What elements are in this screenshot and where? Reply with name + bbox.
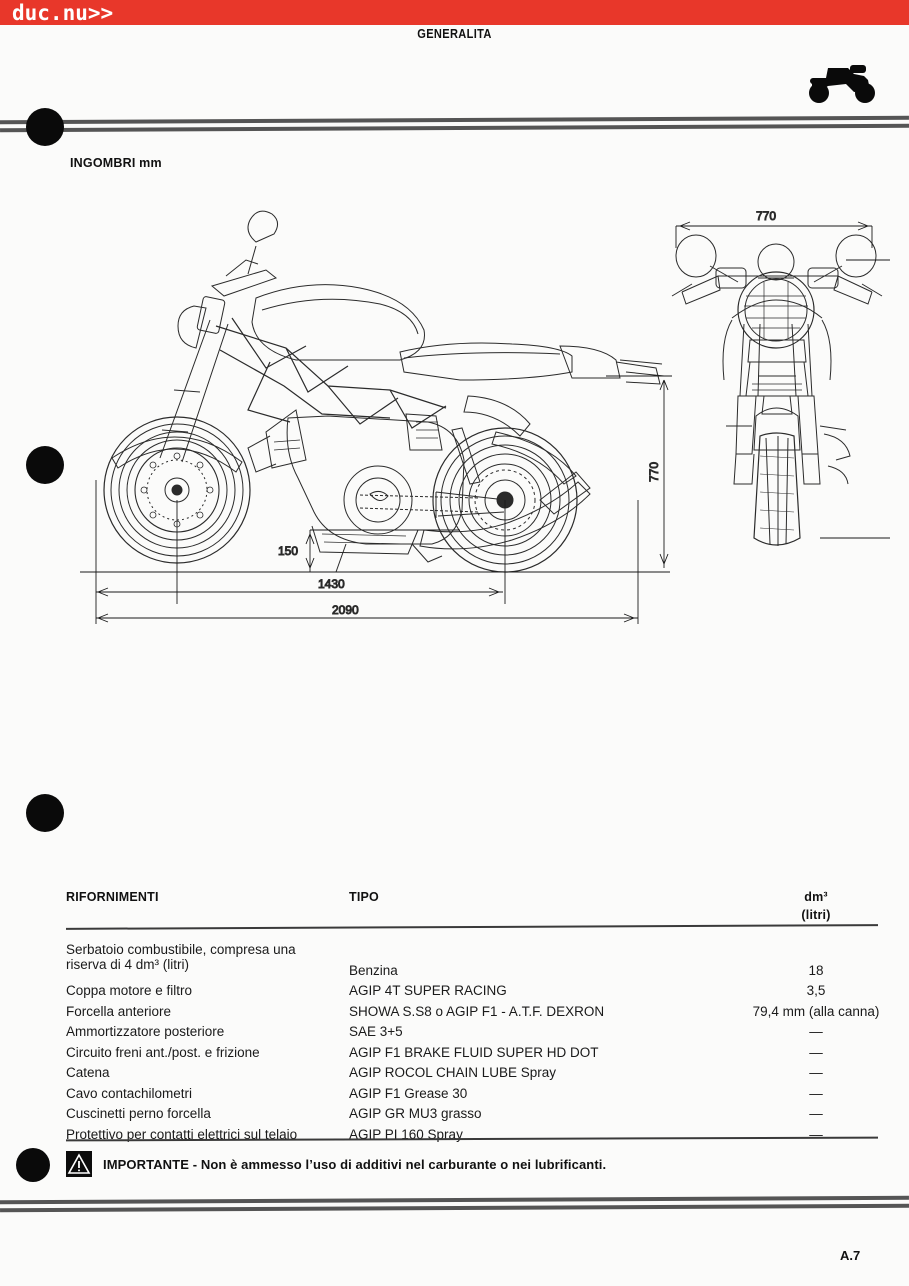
column-header-quantity: dm³ (litri) [766, 890, 866, 922]
cell-type: SHOWA S.S8 o AGIP F1 - A.T.F. DEXRON [349, 1003, 605, 1019]
cell-name: Serbatoio combustibile, compresa una ris… [66, 942, 296, 972]
table-row: Coppa motore e filtro AGIP 4T SUPER RACI… [66, 983, 878, 1004]
brand-banner [0, 0, 909, 25]
cell-name: Circuito freni ant./post. e frizione [66, 1044, 260, 1060]
column-header-name: RIFORNIMENTI [66, 890, 159, 904]
cell-name: Cuscinetti perno forcella [66, 1106, 211, 1121]
cell-type: SAE 3+5 [349, 1024, 403, 1039]
binder-hole [26, 108, 64, 146]
binder-hole [26, 794, 64, 832]
cell-type: AGIP ROCOL CHAIN LUBE Spray [349, 1065, 557, 1080]
cell-quantity: — [809, 1106, 823, 1121]
dim-overall-length: 2090 [332, 603, 359, 617]
table-row: Forcella anteriore SHOWA S.S8 o AGIP F1 … [66, 1003, 879, 1025]
header-rule [66, 924, 878, 930]
cell-quantity: — [809, 1065, 823, 1080]
cell-type: AGIP F1 BRAKE FLUID SUPER HD DOT [349, 1044, 599, 1060]
warning-triangle-icon [66, 1151, 92, 1177]
dim-overall-width: 770 [756, 209, 776, 223]
dimension-drawing: 150 1430 2090 770 [60, 200, 890, 650]
cell-quantity: 3,5 [806, 983, 826, 998]
cell-quantity: — [809, 1024, 823, 1039]
important-note: IMPORTANTE - Non è ammesso l’uso di addi… [66, 1151, 606, 1177]
column-header-quantity-litres: (litri) [801, 908, 831, 922]
binder-hole [16, 1148, 50, 1182]
cell-quantity: 18 [808, 962, 824, 978]
cell-quantity: — [809, 1044, 823, 1060]
table-row: Cavo contachilometri AGIP F1 Grease 30 — [66, 1086, 878, 1107]
column-header-type: TIPO [349, 890, 379, 904]
cell-name: Protettivo per contatti elettrici sul te… [66, 1126, 298, 1142]
footer-divider [0, 1195, 909, 1213]
cell-quantity: 79,4 mm (alla canna) [752, 1003, 880, 1019]
binder-hole [26, 446, 64, 484]
cell-name: Cavo contachilometri [66, 1085, 193, 1101]
dim-ground-clearance: 150 [278, 544, 298, 558]
motorcycle-side-view: 150 1430 2090 770 [80, 210, 672, 624]
cell-type: AGIP 4T SUPER RACING [349, 983, 507, 998]
cell-type: Benzina [349, 962, 398, 978]
refills-table: RIFORNIMENTI TIPO dm³ (litri) Serbatoio … [66, 890, 879, 1147]
cell-quantity: — [809, 1085, 823, 1101]
table-row: Cuscinetti perno forcella AGIP GR MU3 gr… [66, 1106, 878, 1127]
motorcycle-front-view: 770 1060 [671, 209, 890, 546]
table-row: Serbatoio combustibile, compresa una ris… [66, 942, 878, 983]
brand-logo: duc.nu>> [12, 1, 114, 25]
table-header-row: RIFORNIMENTI TIPO dm³ (litri) [66, 890, 878, 932]
cell-name: Coppa motore e filtro [66, 983, 193, 998]
header-divider [0, 115, 909, 133]
column-header-quantity-unit: dm³ [804, 890, 828, 904]
cell-name: Catena [66, 1065, 110, 1080]
table-body: Serbatoio combustibile, compresa una ris… [66, 942, 879, 1147]
dim-seat-height: 770 [647, 462, 661, 482]
table-row: Catena AGIP ROCOL CHAIN LUBE Spray — [66, 1065, 878, 1086]
cell-name-line2: riserva di 4 dm³ (litri) [66, 957, 190, 972]
cell-name: Ammortizzatore posteriore [66, 1024, 225, 1039]
dim-wheelbase: 1430 [318, 577, 345, 591]
section-heading: INGOMBRI mm [70, 156, 162, 170]
important-note-text: IMPORTANTE - Non è ammesso l’uso di addi… [103, 1156, 607, 1172]
page-title: GENERALITA [417, 26, 492, 41]
motorcycle-silhouette-icon [809, 65, 875, 103]
cell-name-line1: Serbatoio combustibile, compresa una [66, 942, 296, 957]
cell-name: Forcella anteriore [66, 1003, 172, 1019]
cell-type: AGIP F1 Grease 30 [349, 1085, 468, 1101]
cell-type: AGIP GR MU3 grasso [349, 1106, 482, 1121]
page-number: A.7 [840, 1248, 861, 1263]
table-row: Ammortizzatore posteriore SAE 3+5 — [66, 1024, 878, 1045]
table-row: Circuito freni ant./post. e frizione AGI… [66, 1045, 878, 1066]
